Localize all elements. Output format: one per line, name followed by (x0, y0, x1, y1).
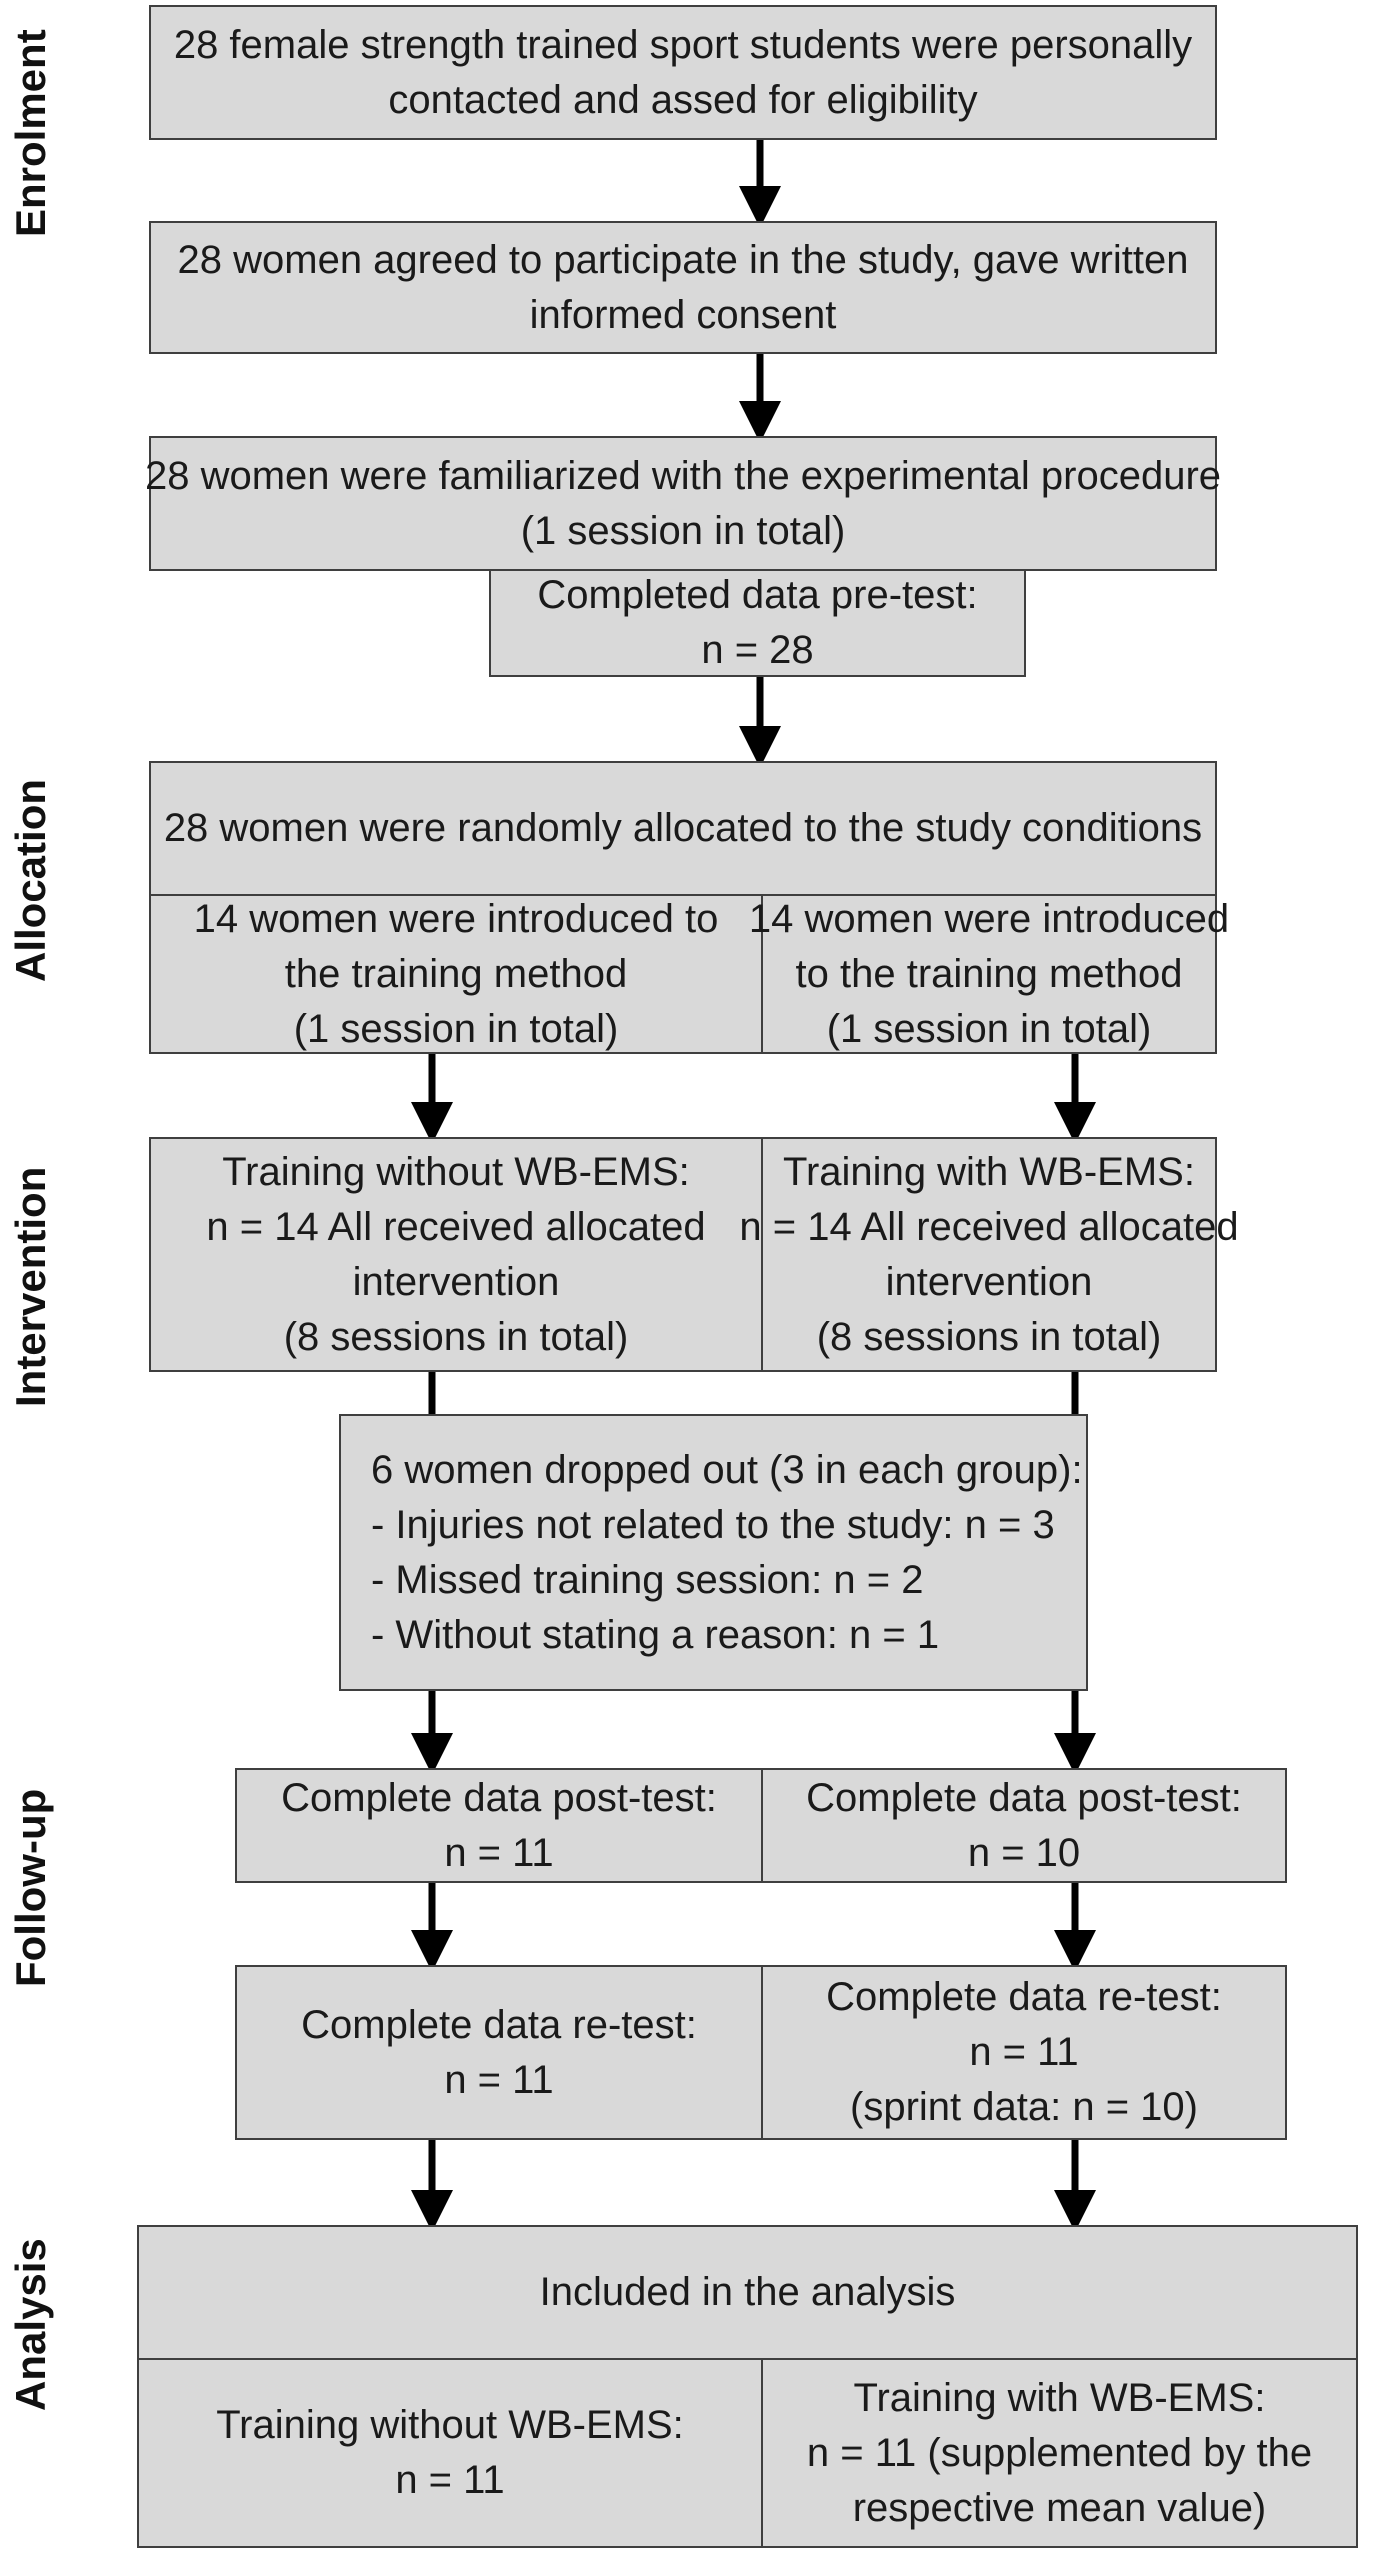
training-box-without-ems-line-4: (8 sessions in total) (283, 1314, 629, 1359)
introduction-box-with-ems-line-1: 14 women were introduced (748, 896, 1230, 941)
included-in-analysis-box: Included in the analysis (137, 2225, 1358, 2360)
analysis-box-without-ems-line-2: n = 11 (395, 2458, 505, 2502)
introduction-box-with-ems-line-3: (1 session in total) (826, 1006, 1152, 1051)
familiarization-box: 28 women were familiarized with the expe… (145, 436, 1221, 571)
eligibility-box-line-1: 28 female strength trained sport student… (173, 22, 1193, 67)
consent-box-line-1: 28 women agreed to participate in the st… (177, 237, 1189, 282)
introduction-box-without-ems-line-2: the training method (284, 951, 628, 996)
pretest-box: Completed data pre-test: n = 28 (489, 569, 1026, 677)
retest-box-without-ems-line-2: n = 11 (444, 2057, 554, 2102)
dropout-box: 6 women dropped out (3 in each group): - … (339, 1414, 1088, 1691)
introduction-box-without-ems: 14 women were introduced to the training … (149, 894, 763, 1054)
training-box-without-ems-line-2: n = 14 All received allocated (206, 1204, 706, 1249)
analysis-box-with-ems-line-3: respective mean value) (852, 2485, 1267, 2530)
posttest-box-with-ems-line-2: n = 10 (967, 1830, 1081, 1875)
introduction-box-with-ems: 14 women were introduced to the training … (749, 894, 1229, 1054)
retest-box-with-ems: Complete data re-test: n = 11 (sprint data… (761, 1965, 1287, 2140)
dropout-box-line-1: 6 women dropped out (3 in each group): (371, 1447, 1083, 1492)
randomization-box-line-1: 28 women were randomly allocated to the … (163, 806, 1203, 850)
training-box-without-ems: Training without WB-EMS: n = 14 All recei… (149, 1137, 763, 1372)
training-box-with-ems: Training with WB-EMS: n = 14 All received… (739, 1137, 1239, 1372)
retest-box-with-ems-line-1: Complete data re-test: (826, 1975, 1222, 2019)
retest-box-without-ems-line-1: Complete data re-test: (301, 2002, 697, 2047)
phase-label-follow-up: Follow-up (7, 1788, 54, 1987)
training-box-with-ems-line-4: (8 sessions in total) (816, 1314, 1162, 1359)
training-box-with-ems-line-3: intervention (885, 1259, 1093, 1304)
training-box-with-ems-line-1: Training with WB-EMS: (783, 1149, 1195, 1194)
analysis-box-with-ems: Training with WB-EMS: n = 11 (supplemente… (761, 2358, 1358, 2548)
training-box-with-ems-line-2: n = 14 All received allocated (739, 1204, 1239, 1249)
retest-box-with-ems-line-3: (sprint data: n = 10) (850, 2085, 1198, 2129)
posttest-box-without-ems-line-2: n = 11 (444, 1830, 554, 1875)
pretest-box-line-1: Completed data pre-test: (537, 573, 978, 617)
phase-label-intervention: Intervention (7, 1166, 54, 1407)
consent-box: 28 women agreed to participate in the st… (149, 221, 1217, 354)
randomization-box: 28 women were randomly allocated to the … (149, 761, 1217, 896)
retest-box-with-ems-line-2: n = 11 (969, 2030, 1079, 2074)
phase-label-enrolment: Enrolment (7, 29, 54, 237)
introduction-box-without-ems-line-1: 14 women were introduced to (193, 896, 719, 941)
familiarization-box-line-2: (1 session in total) (520, 508, 846, 553)
analysis-box-with-ems-line-1: Training with WB-EMS: (853, 2375, 1266, 2420)
dropout-box-line-2: - Injuries not related to the study: n =… (371, 1502, 1055, 1547)
phase-label-allocation: Allocation (7, 778, 54, 982)
posttest-box-with-ems: Complete data post-test: n = 10 (761, 1768, 1287, 1883)
posttest-box-without-ems: Complete data post-test: n = 11 (235, 1768, 763, 1883)
introduction-box-with-ems-line-2: to the training method (795, 951, 1183, 996)
familiarization-box-line-1: 28 women were familiarized with the expe… (144, 453, 1222, 498)
dropout-box-line-4: - Without stating a reason: n = 1 (371, 1612, 940, 1657)
posttest-box-without-ems-line-1: Complete data post-test: (281, 1775, 717, 1820)
included-in-analysis-box-line-1: Included in the analysis (539, 2270, 956, 2314)
training-box-without-ems-line-1: Training without WB-EMS: (222, 1149, 690, 1194)
pretest-box-line-2: n = 28 (701, 628, 814, 672)
analysis-box-without-ems-line-1: Training without WB-EMS: (216, 2403, 684, 2447)
eligibility-box-line-2: contacted and assed for eligibility (388, 77, 978, 122)
consent-box-line-2: informed consent (529, 292, 837, 337)
analysis-box-without-ems: Training without WB-EMS: n = 11 (137, 2358, 763, 2548)
eligibility-box: 28 female strength trained sport student… (149, 5, 1217, 140)
phase-label-analysis: Analysis (7, 2238, 54, 2411)
retest-box-without-ems: Complete data re-test: n = 11 (235, 1965, 763, 2140)
dropout-box-line-3: - Missed training session: n = 2 (371, 1557, 924, 1602)
analysis-box-with-ems-line-2: n = 11 (supplemented by the (806, 2430, 1313, 2475)
posttest-box-with-ems-line-1: Complete data post-test: (806, 1775, 1242, 1820)
introduction-box-without-ems-line-3: (1 session in total) (293, 1006, 619, 1051)
training-box-without-ems-line-3: intervention (352, 1259, 560, 1304)
